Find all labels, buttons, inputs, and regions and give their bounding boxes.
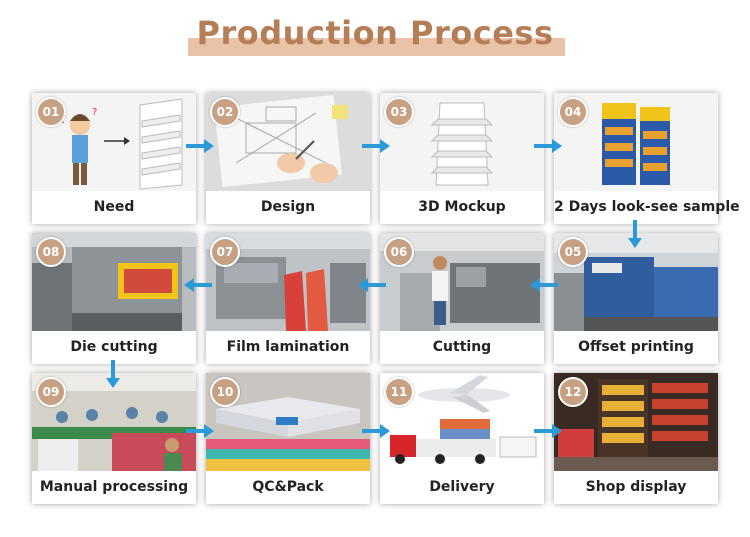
arrow-right-icon [186, 139, 214, 153]
die-cutting-image: 08 [32, 233, 196, 331]
step-number-badge: 01 [36, 97, 66, 127]
step-number-badge: 06 [384, 237, 414, 267]
manual-processing-image: 09 [32, 373, 196, 471]
step-number-badge: 03 [384, 97, 414, 127]
film-lamination-image: 07 [206, 233, 370, 331]
step-card-design[interactable]: 02 Design [206, 93, 370, 224]
step-label: 2 Days look-see sample [554, 199, 740, 215]
step-card-die-cutting[interactable]: 08 Die cutting [32, 233, 196, 364]
design-image: 02 [206, 93, 370, 191]
step-number-badge: 05 [558, 237, 588, 267]
step-number-badge: 08 [36, 237, 66, 267]
step-number-badge: 09 [36, 377, 66, 407]
step-number-badge: 07 [210, 237, 240, 267]
step-label: Die cutting [70, 339, 158, 355]
step-card-manual-processing[interactable]: 09 Manual processing [32, 373, 196, 504]
arrow-right-icon [534, 139, 562, 153]
step-card-delivery[interactable]: 11 Delivery [380, 373, 544, 504]
step-label: Film lamination [226, 339, 350, 355]
step-label: 3D Mockup [418, 199, 506, 215]
step-label: Delivery [429, 479, 495, 495]
arrow-right-icon [534, 424, 562, 438]
step-number-badge: 02 [210, 97, 240, 127]
step-label: Need [93, 199, 135, 215]
3d-mockup-image: 03 [380, 93, 544, 191]
delivery-image: 11 [380, 373, 544, 471]
step-card-shop-display[interactable]: 12 Shop display [554, 373, 718, 504]
shop-display-image: 12 [554, 373, 718, 471]
step-label: Manual processing [39, 479, 189, 495]
step-label: QC&Pack [252, 479, 324, 495]
step-card-look-see-sample[interactable]: 04 2 Days look-see sample [554, 93, 740, 224]
svg-text:?: ? [92, 107, 97, 118]
step-card-film-lamination[interactable]: 07 Film lamination [206, 233, 370, 364]
step-number-badge: 10 [210, 377, 240, 407]
step-label: Design [260, 199, 316, 215]
sample-image: 04 [554, 93, 718, 191]
step-label: Shop display [585, 479, 687, 495]
step-card-offset-printing[interactable]: 05 Offset printing [554, 233, 718, 364]
page-title: Production Process [196, 14, 554, 52]
step-card-qc-pack[interactable]: 10 QC&Pack [206, 373, 370, 504]
arrow-down-icon [628, 220, 642, 248]
arrow-right-icon [186, 424, 214, 438]
arrow-right-icon [362, 139, 390, 153]
step-number-badge: 11 [384, 377, 414, 407]
step-card-need[interactable]: ? ? 01 Need [32, 93, 196, 224]
step-number-badge: 04 [558, 97, 588, 127]
step-card-3d-mockup[interactable]: 03 3D Mockup [380, 93, 544, 224]
qc-pack-image: 10 [206, 373, 370, 471]
arrow-left-icon [358, 278, 386, 292]
cutting-image: 06 [380, 233, 544, 331]
title-underline-bar [188, 38, 565, 56]
arrow-left-icon [184, 278, 212, 292]
need-image: ? ? 01 [32, 93, 196, 191]
arrow-left-icon [530, 278, 558, 292]
step-number-badge: 12 [558, 377, 588, 407]
arrow-down-icon [106, 360, 120, 388]
step-label: Offset printing [578, 339, 694, 355]
step-label: Cutting [432, 339, 492, 355]
arrow-right-icon [362, 424, 390, 438]
offset-printing-image: 05 [554, 233, 718, 331]
step-card-cutting[interactable]: 06 Cutting [380, 233, 544, 364]
